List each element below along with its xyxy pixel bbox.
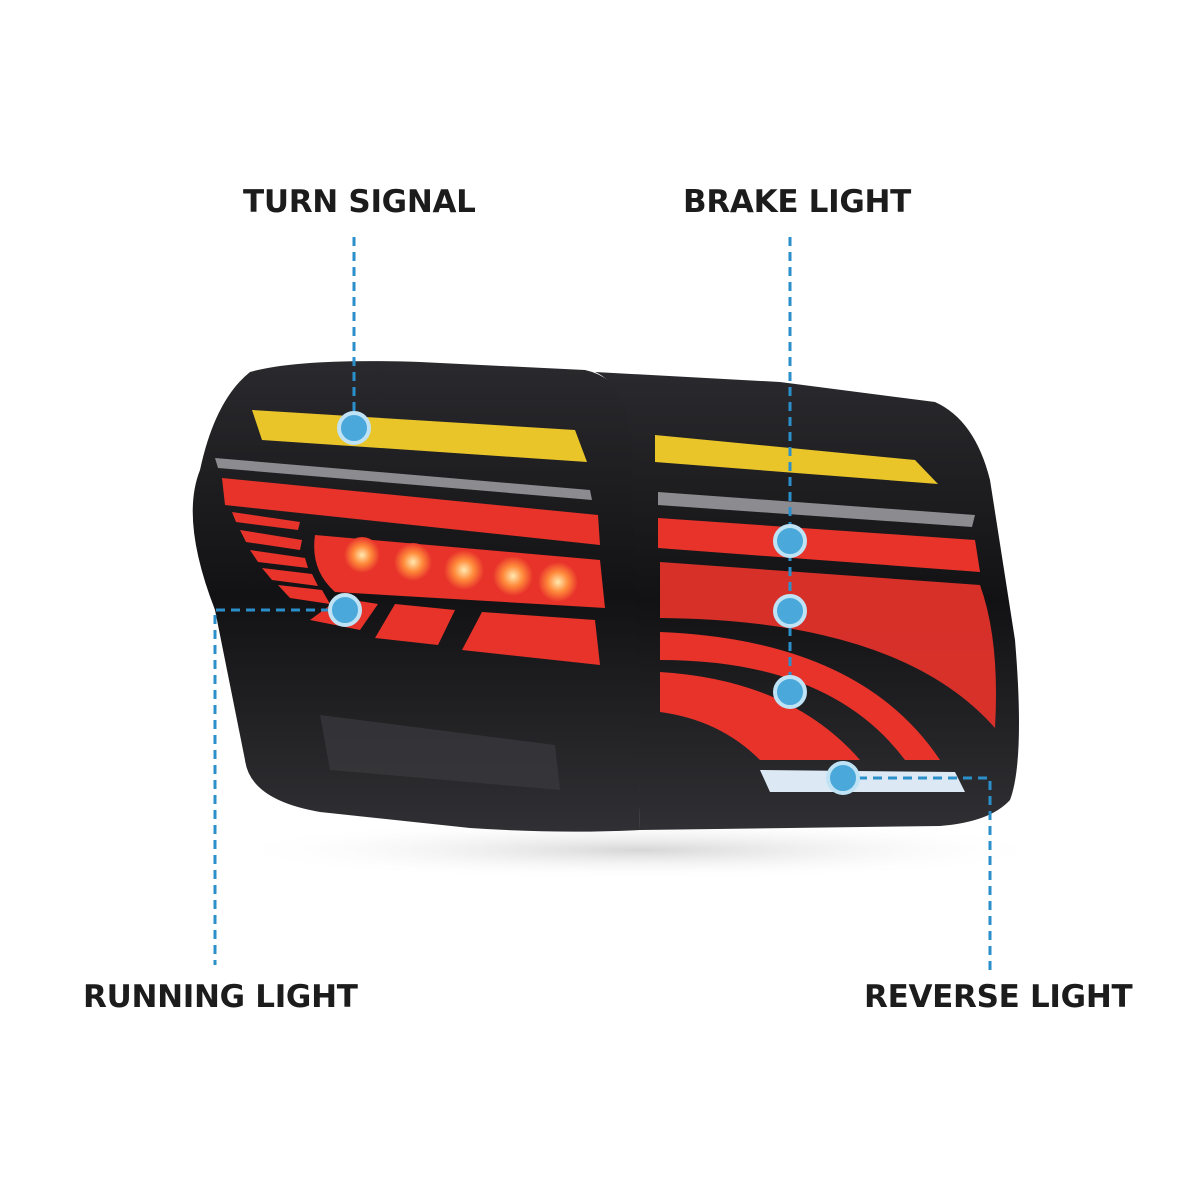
chrome-strip-left bbox=[215, 458, 592, 500]
brake-light-dot bbox=[773, 675, 807, 709]
brake-light-dot bbox=[773, 594, 807, 628]
smoked-lens-left bbox=[320, 715, 560, 790]
red-bar-right bbox=[658, 518, 980, 572]
brake-light-dot bbox=[773, 524, 807, 558]
callout-dots bbox=[328, 411, 860, 795]
running-light-dot bbox=[328, 593, 362, 627]
floor-shadow bbox=[220, 820, 1060, 880]
led-dots bbox=[344, 537, 578, 602]
brake-light-label: BRAKE LIGHT bbox=[683, 184, 912, 220]
turn-signal-strip-left bbox=[252, 410, 587, 462]
turn-signal-strip-right bbox=[655, 435, 938, 484]
chrome-strip-right bbox=[658, 492, 975, 527]
running-light-label: RUNNING LIGHT bbox=[83, 979, 358, 1015]
reverse-light-dot bbox=[826, 761, 860, 795]
running-light-line bbox=[213, 608, 345, 965]
reverse-light-strip bbox=[760, 770, 965, 792]
brake-panel-right bbox=[660, 562, 996, 728]
brake-sweep-lower bbox=[660, 672, 860, 760]
red-bar-left bbox=[222, 478, 600, 545]
reverse-light-label: REVERSE LIGHT bbox=[864, 979, 1133, 1015]
reverse-light-line bbox=[843, 776, 992, 970]
turn-signal-dot bbox=[337, 411, 371, 445]
turn-signal-label: TURN SIGNAL bbox=[243, 184, 476, 220]
brake-sweep-right bbox=[660, 632, 940, 760]
